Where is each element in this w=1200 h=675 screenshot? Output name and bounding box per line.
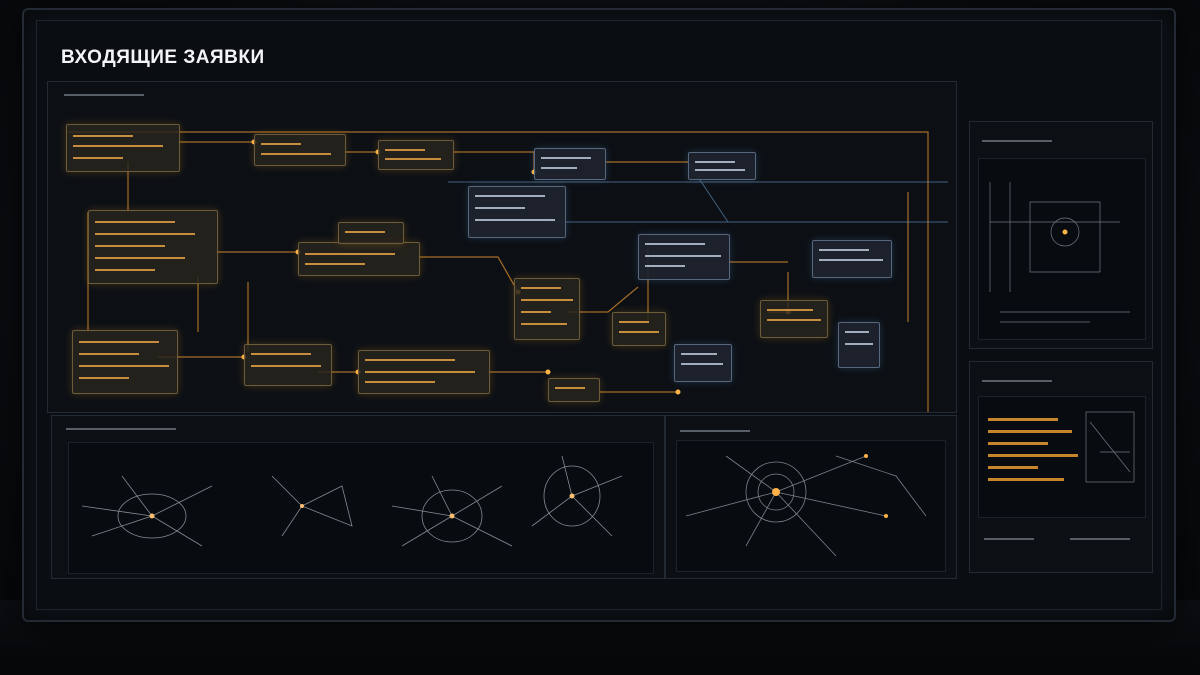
- flow-node[interactable]: [674, 344, 732, 382]
- flow-node[interactable]: [612, 312, 666, 346]
- network-graph-icon: [989, 182, 1130, 323]
- flow-node[interactable]: [88, 210, 218, 284]
- graph-panel-left[interactable]: [51, 415, 665, 579]
- network-graph-icon: [1085, 411, 1135, 483]
- metric-bar: [988, 454, 1078, 457]
- flow-connections: [68, 131, 948, 412]
- flow-node[interactable]: [468, 186, 566, 238]
- flow-node[interactable]: [66, 124, 180, 172]
- flow-node[interactable]: [378, 140, 454, 170]
- flow-node[interactable]: [548, 378, 600, 402]
- flow-node[interactable]: [812, 240, 892, 278]
- metric-bar: [988, 418, 1058, 421]
- graph-panel-center-canvas: [676, 440, 946, 572]
- graph-panel-left-header-text: [66, 428, 176, 430]
- flow-node[interactable]: [534, 148, 606, 180]
- flow-node[interactable]: [298, 242, 420, 276]
- flow-node[interactable]: [688, 152, 756, 180]
- flow-node[interactable]: [514, 278, 580, 340]
- network-graph-icon: [685, 454, 927, 557]
- metric-bar: [988, 478, 1064, 481]
- flow-panel[interactable]: [47, 81, 957, 413]
- network-graph-icon: [81, 455, 623, 547]
- graph-panel-center-header-text: [680, 430, 750, 432]
- metrics-panel-bottom-footer-text: [984, 538, 1034, 540]
- flow-node[interactable]: [72, 330, 178, 394]
- monitor: ВХОДЯЩИЕ ЗАЯВКИ: [22, 8, 1176, 622]
- metrics-panel-top-canvas: [978, 158, 1146, 340]
- page-title: ВХОДЯЩИЕ ЗАЯВКИ: [61, 47, 265, 68]
- graph-panel-left-canvas: [68, 442, 654, 574]
- flow-node[interactable]: [760, 300, 828, 338]
- metrics-panel-bottom[interactable]: [969, 361, 1153, 573]
- metric-bar: [988, 466, 1038, 469]
- flow-node[interactable]: [244, 344, 332, 386]
- flow-node[interactable]: [638, 234, 730, 280]
- flow-panel-header-text: [64, 94, 144, 96]
- flow-node[interactable]: [254, 134, 346, 166]
- flow-node[interactable]: [838, 322, 880, 368]
- graph-panel-center[interactable]: [665, 415, 957, 579]
- metrics-panel-top[interactable]: [969, 121, 1153, 349]
- flow-node[interactable]: [338, 222, 404, 244]
- metric-bar: [988, 442, 1048, 445]
- metrics-panel-top-header-text: [982, 140, 1052, 142]
- metrics-panel-bottom-header-text: [982, 380, 1052, 382]
- metrics-panel-bottom-footer-text: [1070, 538, 1130, 540]
- screen: ВХОДЯЩИЕ ЗАЯВКИ: [36, 20, 1162, 610]
- flow-node[interactable]: [358, 350, 490, 394]
- metric-bar: [988, 430, 1072, 433]
